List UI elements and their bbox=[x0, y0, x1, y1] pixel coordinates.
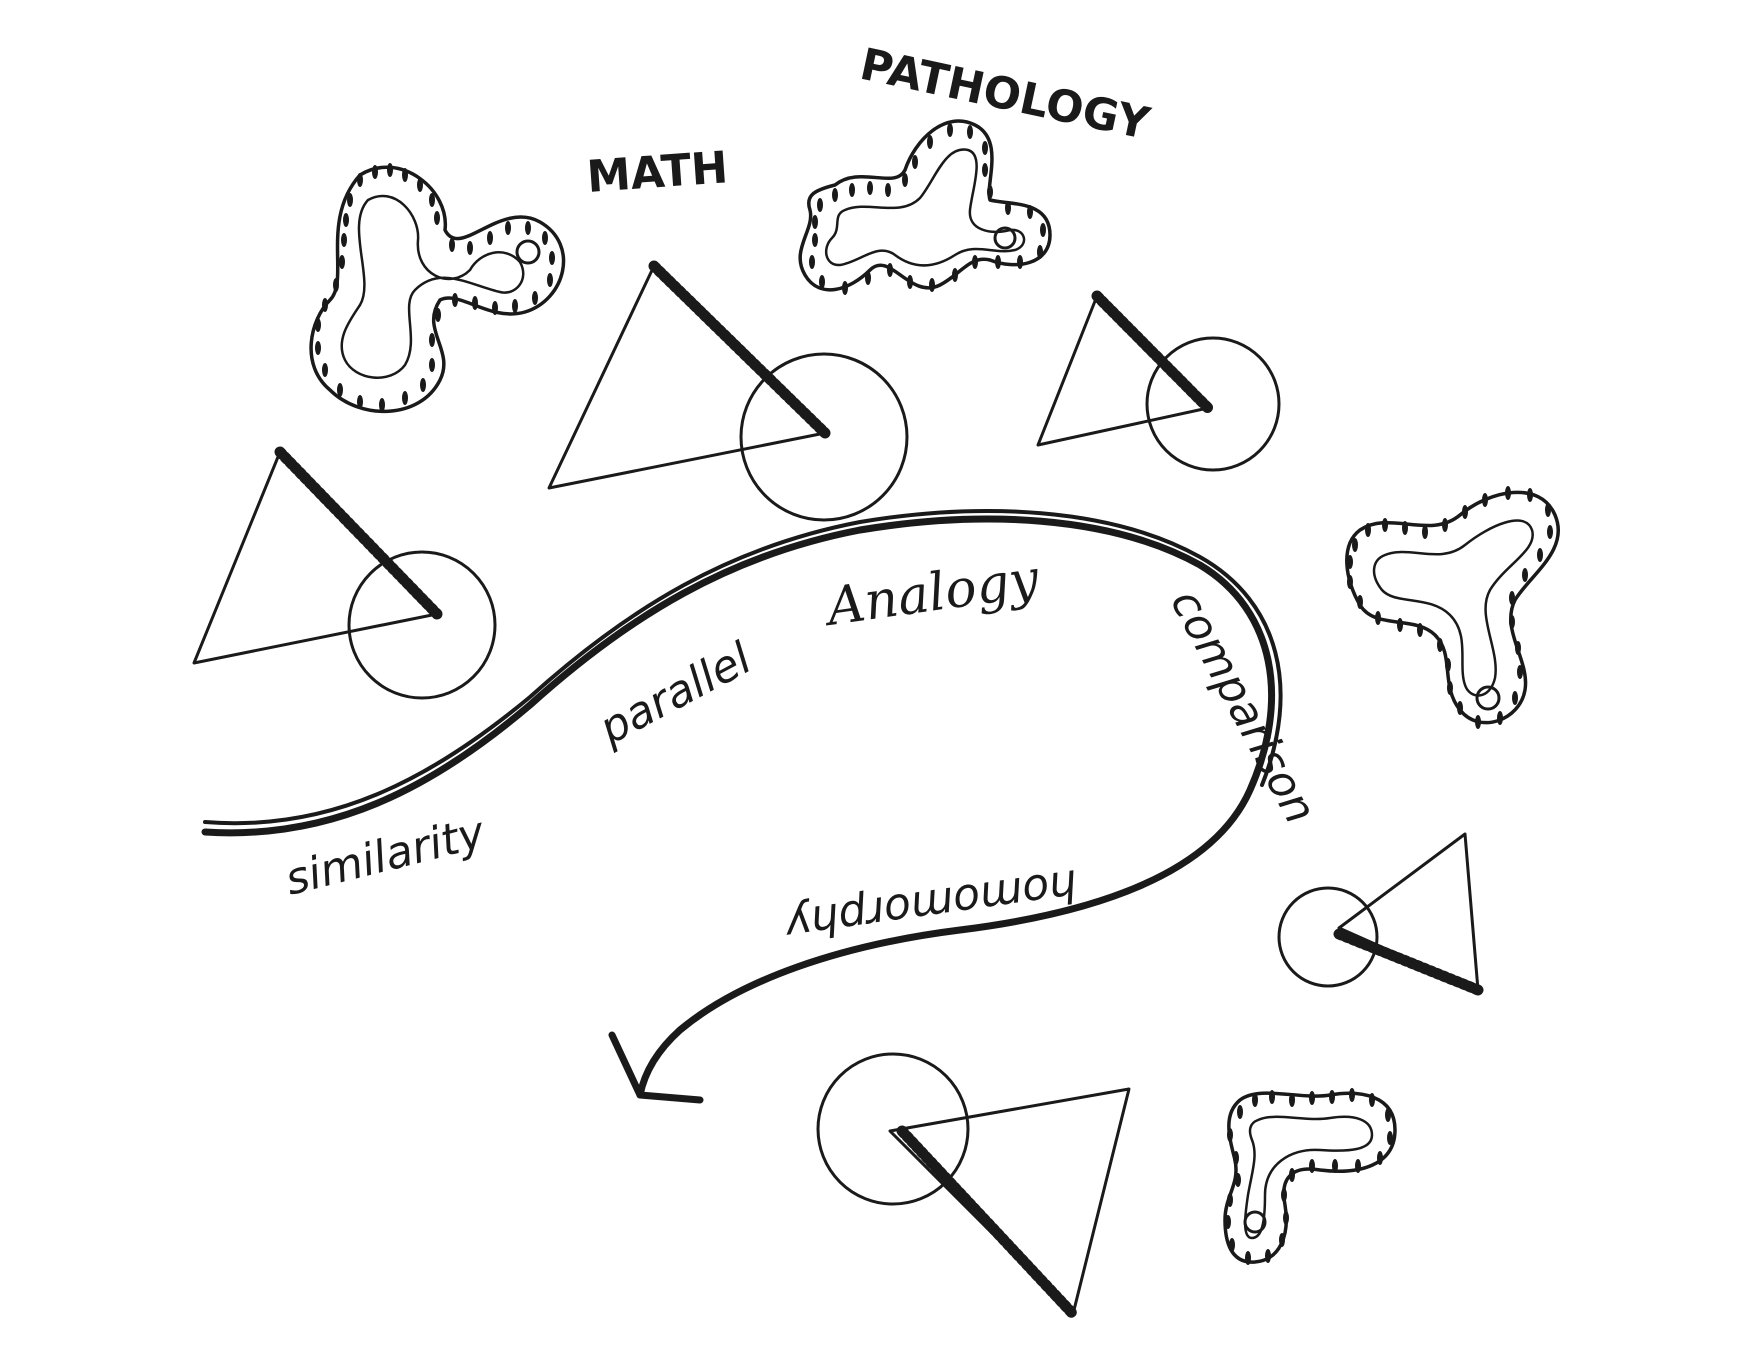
word-comparison: comparison bbox=[1160, 581, 1326, 832]
gland-tissue-icon bbox=[309, 163, 566, 414]
gland-tissue-icon bbox=[1345, 486, 1560, 729]
word-parallel: parallel bbox=[590, 632, 760, 755]
word-analogy: Analogy bbox=[819, 549, 1043, 639]
pathology-label-text: PATHOLOGY bbox=[856, 39, 1155, 150]
word-analogy-text: Analogy bbox=[819, 549, 1043, 639]
gland-tissue-icon bbox=[798, 119, 1052, 295]
triangle-circle-icon bbox=[816, 1052, 1131, 1320]
gland-tissue-icon bbox=[1223, 1088, 1397, 1265]
triangle-circle-icon bbox=[1036, 290, 1281, 472]
math-label: MATH bbox=[585, 142, 729, 203]
pathology-label: PATHOLOGY bbox=[856, 39, 1155, 150]
triangle-circle-icon bbox=[547, 260, 909, 522]
curved-arrow-icon bbox=[201, 509, 1283, 1104]
triangle-circle-icon bbox=[192, 446, 497, 700]
word-comparison-text: comparison bbox=[1160, 581, 1326, 832]
word-parallel-text: parallel bbox=[590, 632, 760, 755]
triangle-circle-icon bbox=[1277, 832, 1484, 996]
